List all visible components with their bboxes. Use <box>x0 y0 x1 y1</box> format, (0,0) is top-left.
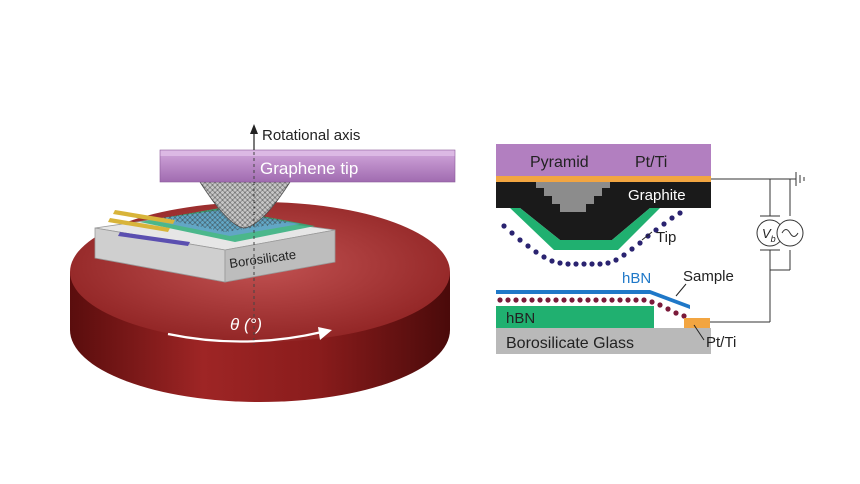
right-panel: Pyramid Pt/Ti Graphite Tip <box>496 144 805 354</box>
pt-ti-bottom-electrode <box>684 318 710 328</box>
graphite-layer <box>496 182 711 240</box>
hbn-top-label: hBN <box>622 270 651 287</box>
hbn-tip-layer <box>510 208 660 250</box>
pyramid-support <box>496 144 711 176</box>
hbn-bottom-label: hBN <box>506 310 535 327</box>
pyramid-label: Pyramid <box>530 154 589 171</box>
left-panel: Borosilicate Graphene tip Rotational axi… <box>70 124 456 402</box>
circuit-wiring <box>710 178 791 323</box>
angle-label: θ (°) <box>230 315 262 334</box>
borosilicate-substrate <box>94 208 336 283</box>
graphite-label: Graphite <box>628 187 686 204</box>
voltage-symbol: V <box>762 226 772 241</box>
ground-icon <box>790 172 805 186</box>
pt-ti-bottom-label: Pt/Ti <box>706 334 736 351</box>
stepped-pyramid <box>536 182 610 212</box>
hbn-bottom-layer <box>496 306 654 328</box>
voltage-subscript: b <box>771 234 776 244</box>
ac-source-icon <box>776 219 804 247</box>
pt-ti-top-label: Pt/Ti <box>635 154 667 171</box>
glass-layer <box>496 328 711 354</box>
glass-label: Borosilicate Glass <box>506 335 634 352</box>
rotational-axis <box>250 124 258 345</box>
pt-ti-top-layer <box>496 176 711 182</box>
pt-ti-bottom-pointer <box>693 324 705 341</box>
axis-arrowhead-icon <box>250 124 258 134</box>
tip-plate-label: Graphene tip <box>260 159 358 178</box>
tip-label: Tip <box>656 229 676 246</box>
graphene-tip-pyramid <box>199 181 291 229</box>
rotation-arrow-icon <box>167 327 332 343</box>
hbn-blue-layer <box>496 290 690 309</box>
sample-dots <box>497 297 687 319</box>
svg-text:Vb: Vb <box>762 226 776 244</box>
graphene-tip-plate <box>159 149 456 183</box>
sample-label: Sample <box>683 268 734 285</box>
sample-pointer <box>675 283 687 297</box>
axis-label: Rotational axis <box>262 127 360 144</box>
tip-graphene-dots <box>501 210 683 267</box>
tip-pointer <box>641 231 653 241</box>
